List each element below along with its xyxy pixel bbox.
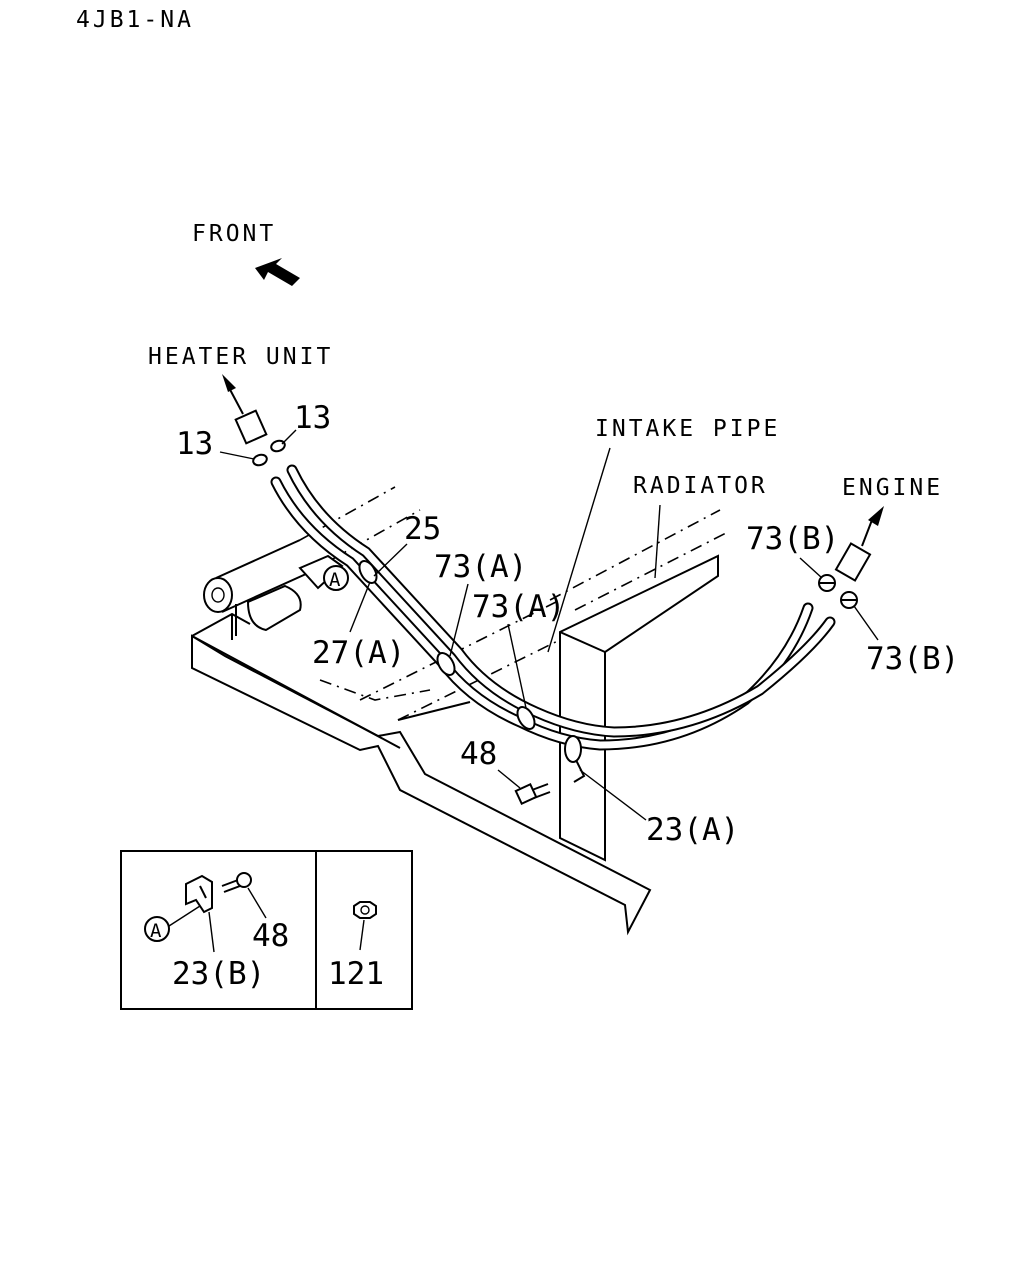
leader-73b-top <box>799 557 823 579</box>
detail-marker-a: A <box>150 920 162 942</box>
bracket-23a-foot <box>573 759 586 783</box>
intake-pipe-label: INTAKE PIPE <box>595 416 780 442</box>
callout-23a: 23(A) <box>646 812 739 848</box>
clip-27a <box>358 560 378 584</box>
engine-arrow-icon <box>868 506 884 526</box>
detail-callout-121: 121 <box>328 956 384 992</box>
clip-73b-bottom <box>840 591 858 609</box>
detail-nut-121 <box>353 901 377 919</box>
detail-marker-circle <box>144 916 170 942</box>
leader-25 <box>373 543 408 577</box>
front-arrow-icon <box>255 258 300 286</box>
detail-callout-23b: 23(B) <box>172 956 265 992</box>
cross-member <box>203 486 421 636</box>
radiator-leader <box>654 504 661 579</box>
engine-arrow-shaft <box>861 519 873 547</box>
leader-73b-bottom <box>853 605 879 641</box>
view-marker-a: A <box>329 569 341 591</box>
detail-callout-48: 48 <box>252 918 289 954</box>
detail-leader-48 <box>247 887 267 919</box>
callout-73a-1: 73(A) <box>434 549 527 585</box>
leader-23a <box>579 769 647 821</box>
leader-13-right <box>281 429 297 445</box>
leader-27a <box>349 581 371 633</box>
engine-label: ENGINE <box>842 475 943 501</box>
leader-13-left <box>219 451 255 460</box>
detail-box: A 23(B) 48 121 <box>120 850 413 1010</box>
bracket-view-a: A <box>298 554 349 591</box>
callout-25: 25 <box>404 511 441 547</box>
heater-arrow-icon <box>222 374 236 392</box>
callout-13-right: 13 <box>294 400 331 436</box>
clip-73a-1 <box>436 652 456 676</box>
engine-pipe-stub <box>834 542 872 582</box>
radiator-label: RADIATOR <box>633 473 768 499</box>
detail-box-frame <box>120 850 413 1010</box>
bracket-23a <box>564 735 582 763</box>
clip-73a-2 <box>516 706 536 730</box>
engine-code-label: 4JB1-NA <box>76 7 194 33</box>
intake-pipe-leader <box>547 447 611 653</box>
detail-bracket-23b <box>185 874 213 914</box>
callout-48: 48 <box>460 736 497 772</box>
leader-48 <box>497 769 521 789</box>
heater-unit-label: HEATER UNIT <box>148 344 333 370</box>
callout-73a-2: 73(A) <box>472 589 565 625</box>
detail-leader-23b <box>208 911 215 953</box>
front-label: FRONT <box>192 221 276 247</box>
leader-73a-2 <box>507 623 527 709</box>
detail-bolt-48 <box>221 872 252 893</box>
detail-leader-121 <box>359 919 365 951</box>
bolt-48 <box>514 782 551 806</box>
leader-73a-1 <box>449 583 469 657</box>
hose-clamp-13-left <box>252 453 268 467</box>
clip-73b-top <box>818 574 836 592</box>
hose-clamp-13-right <box>270 439 286 453</box>
callout-73b-bottom: 73(B) <box>866 641 959 677</box>
callout-27a: 27(A) <box>312 635 405 671</box>
callout-73b-top: 73(B) <box>746 521 839 557</box>
detail-leader-a <box>168 905 201 927</box>
heater-hoses <box>270 464 836 751</box>
callout-13-left: 13 <box>176 426 213 462</box>
heater-pipe-stub <box>234 409 268 445</box>
frame-rail <box>191 612 652 936</box>
